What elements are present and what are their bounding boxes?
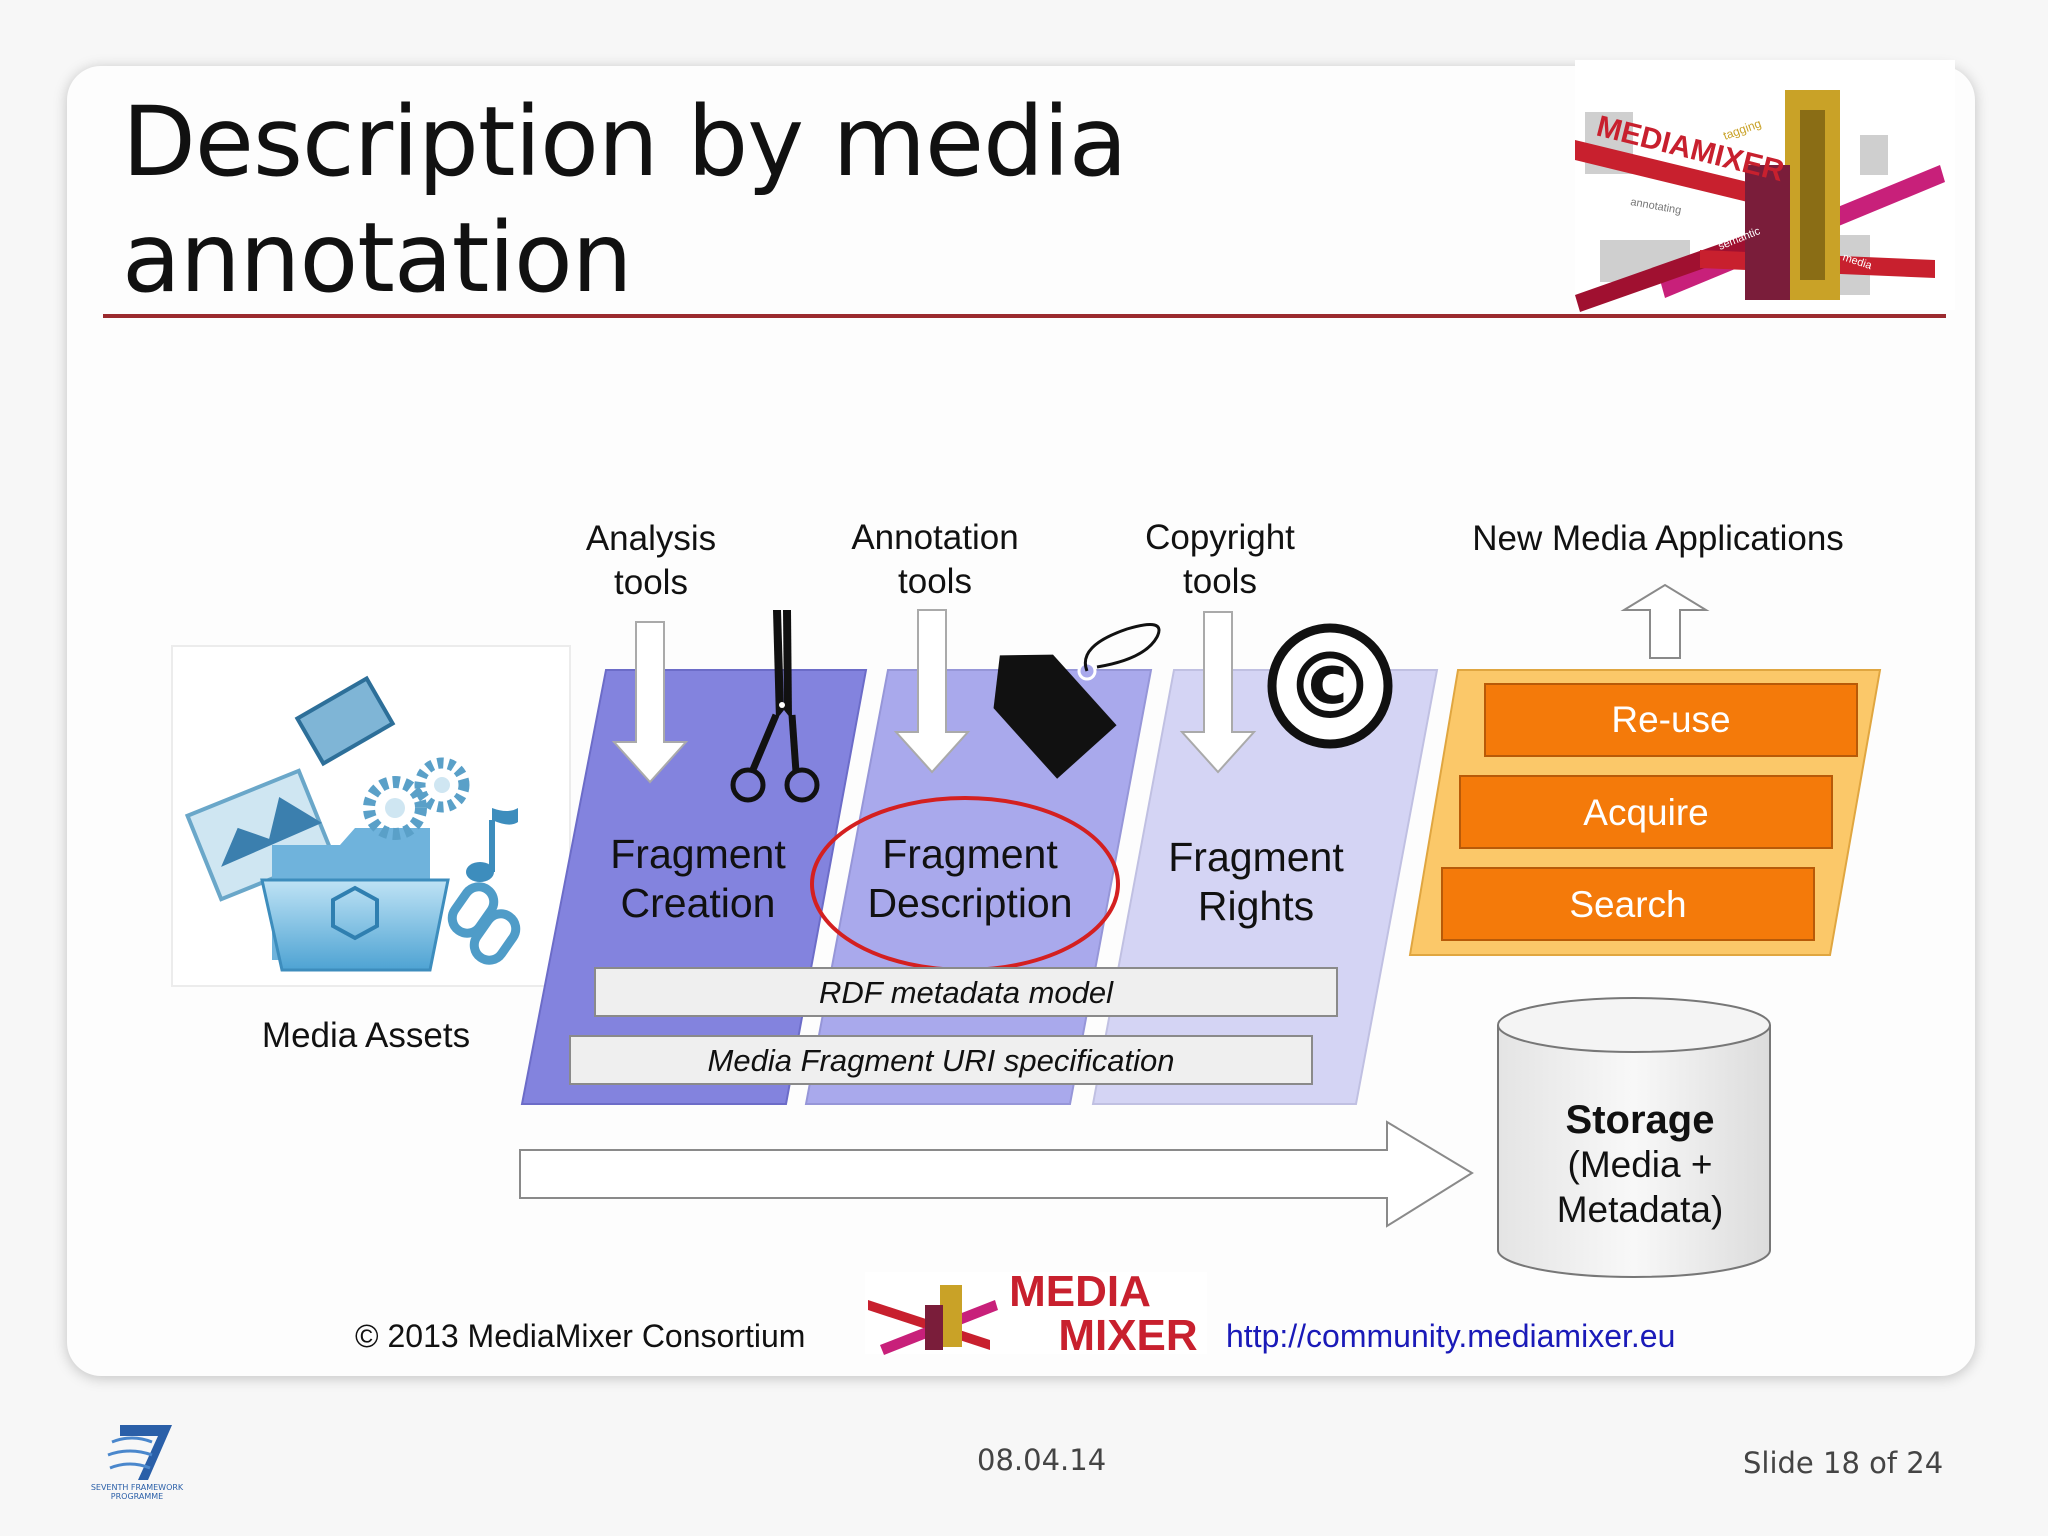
media-folder-icon [184, 675, 521, 972]
title-rule [103, 314, 1946, 318]
logo-tag-2: annotating [1629, 196, 1682, 217]
fragment-rights-line1: Fragment [1168, 834, 1344, 880]
footer-copyright: © 2013 MediaMixer Consortium [355, 1318, 805, 1354]
copyright-icon: © [1267, 623, 1393, 749]
logo-tag-1: tagging [1721, 116, 1763, 143]
search-button[interactable] [1441, 867, 1815, 941]
fp7-text-1: SEVENTH FRAMEWORK [91, 1483, 184, 1492]
analysis-tools-label-line1: Analysis [586, 519, 716, 558]
acquire-label: Acquire [1583, 792, 1708, 833]
tag-icon [993, 623, 1161, 779]
slide-number: Slide 18 of 24 [1743, 1446, 1944, 1480]
fragment-creation-line1: Fragment [610, 831, 786, 877]
fragment-description-line1: Fragment [882, 831, 1058, 877]
new-media-label: New Media Applications [1472, 519, 1844, 558]
logo-ribbon [1575, 140, 1760, 205]
footer-url-link[interactable]: http://community.mediamixer.eu [1226, 1318, 1675, 1354]
analysis-down-arrow [611, 621, 689, 784]
storage-line3: Metadata) [1557, 1189, 1724, 1230]
fragment-rights-line2: Rights [1198, 883, 1314, 929]
copyright-symbol: © [1284, 633, 1376, 740]
rdf-metadata-label: RDF metadata model [819, 975, 1114, 1010]
copyright-tools-label-line2: tools [1183, 562, 1257, 601]
slide-title-line1: Description by media [122, 86, 1128, 198]
storage-title: Storage [1566, 1098, 1715, 1142]
fp7-text-2: PROGRAMME [111, 1492, 163, 1501]
annotation-tools-label-line1: Annotation [851, 518, 1018, 557]
acquire-button[interactable] [1459, 775, 1833, 849]
up-arrow [1620, 583, 1710, 659]
fragment-description-line2: Description [867, 880, 1072, 926]
copyright-tools-label-line1: Copyright [1145, 518, 1295, 557]
logo-block [1745, 165, 1790, 300]
reuse-button[interactable] [1484, 683, 1858, 757]
reuse-label: Re-use [1611, 699, 1730, 740]
scissors-icon [730, 610, 820, 803]
slide-title: Description by media annotation [122, 84, 1128, 316]
media-assets-label: Media Assets [262, 1016, 470, 1055]
annotation-tools-label-line2: tools [898, 562, 972, 601]
footer-mediamixer-logo: MEDIA MIXER [865, 1267, 1207, 1360]
fp7-logo: SEVENTH FRAMEWORK PROGRAMME [91, 1425, 184, 1501]
annotation-down-arrow [893, 609, 971, 774]
storage-line2: (Media + [1568, 1144, 1713, 1185]
search-label: Search [1569, 884, 1686, 925]
footer-logo-mixer: MIXER [1058, 1311, 1197, 1360]
storage-arrow [519, 1120, 1474, 1228]
slide-title-line2: annotation [122, 202, 633, 314]
fragment-creation-line2: Creation [621, 880, 776, 926]
logo-tower-inner [1800, 110, 1825, 280]
mediamixer-header-logo: MEDIAMIXER tagging annotating semantic m… [1575, 90, 1945, 312]
page-date: 08.04.14 [977, 1443, 1107, 1477]
copyright-down-arrow [1179, 611, 1257, 774]
footer-logo-media: MEDIA [1009, 1267, 1151, 1316]
analysis-tools-label-line2: tools [614, 563, 688, 602]
rdf-metadata-bar [594, 967, 1338, 1017]
logo-grey-block [1860, 135, 1888, 175]
uri-spec-bar [569, 1035, 1313, 1085]
uri-spec-label: Media Fragment URI specification [708, 1043, 1175, 1078]
storage-cylinder [1497, 997, 1771, 1278]
